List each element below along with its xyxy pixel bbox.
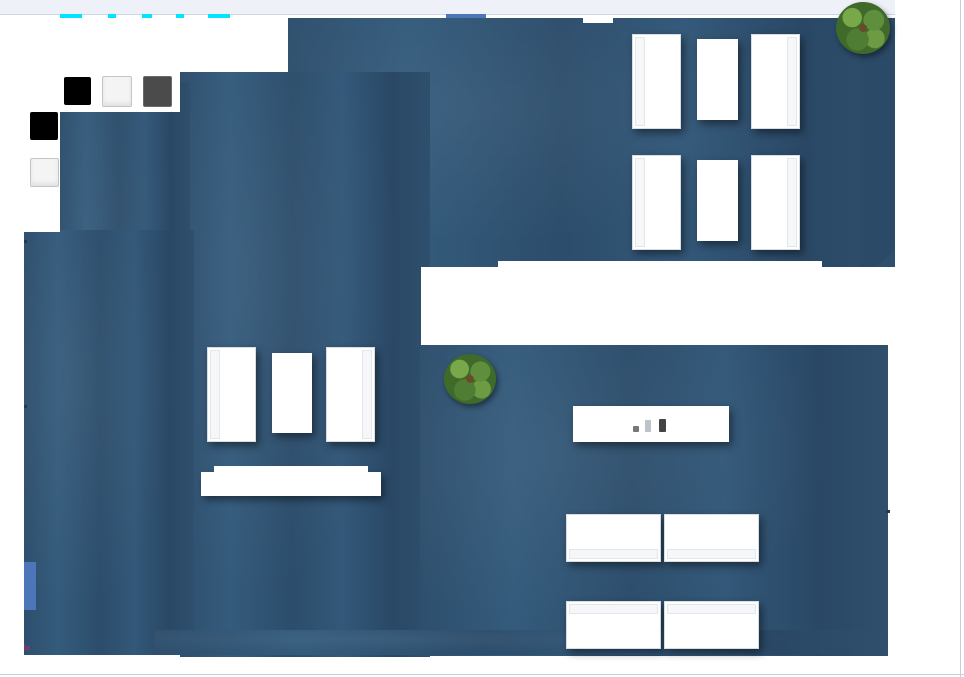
toolbar-button-4[interactable] [176, 14, 184, 18]
sofa[interactable] [751, 34, 800, 129]
sofa[interactable] [632, 155, 681, 250]
viewer-border-bottom [0, 674, 964, 675]
coffee-table[interactable] [272, 353, 312, 433]
sofa[interactable] [326, 347, 375, 442]
reception-desk[interactable] [573, 406, 729, 442]
toolbar-button-3[interactable] [142, 14, 152, 18]
corner-mark: fa [24, 645, 30, 652]
sofa[interactable] [207, 347, 256, 442]
bench-top [214, 466, 368, 474]
plant-icon[interactable] [836, 2, 890, 54]
swatch-black-2[interactable] [30, 112, 58, 140]
wall-marker [24, 405, 27, 408]
monitor-icon [659, 419, 666, 432]
sofa[interactable] [566, 601, 661, 649]
counter-edge [498, 261, 822, 269]
counter-platform [421, 267, 964, 345]
sofa[interactable] [566, 514, 661, 562]
sofa[interactable] [664, 601, 759, 649]
swatch-dark-grey[interactable] [143, 76, 172, 107]
phone-icon [633, 426, 639, 432]
sofa[interactable] [664, 514, 759, 562]
toolbar-button-5[interactable] [208, 14, 230, 18]
wall-marker [886, 510, 890, 513]
wall-marker [24, 240, 27, 243]
sofa[interactable] [751, 155, 800, 250]
wall-notch [583, 15, 613, 23]
side-panel-handle[interactable] [24, 562, 36, 610]
sofa[interactable] [632, 34, 681, 129]
viewer-border-right [960, 0, 961, 677]
right-margin [895, 0, 964, 677]
floor-area-left-lower [24, 230, 194, 655]
toolbar-button-2[interactable] [108, 14, 116, 18]
swatch-black[interactable] [64, 77, 91, 105]
coffee-table[interactable] [697, 39, 738, 120]
bench[interactable] [201, 472, 381, 496]
toolbar-button-1[interactable] [60, 14, 82, 18]
viewer-top-bar [0, 0, 964, 15]
paper-icon [645, 420, 651, 432]
coffee-table[interactable] [697, 160, 738, 241]
swatch-white[interactable] [102, 76, 132, 107]
plant-icon[interactable] [444, 354, 496, 404]
swatch-white-2[interactable] [30, 158, 59, 187]
floor-area-bottom [155, 630, 888, 655]
active-tab-indicator[interactable] [446, 14, 486, 20]
